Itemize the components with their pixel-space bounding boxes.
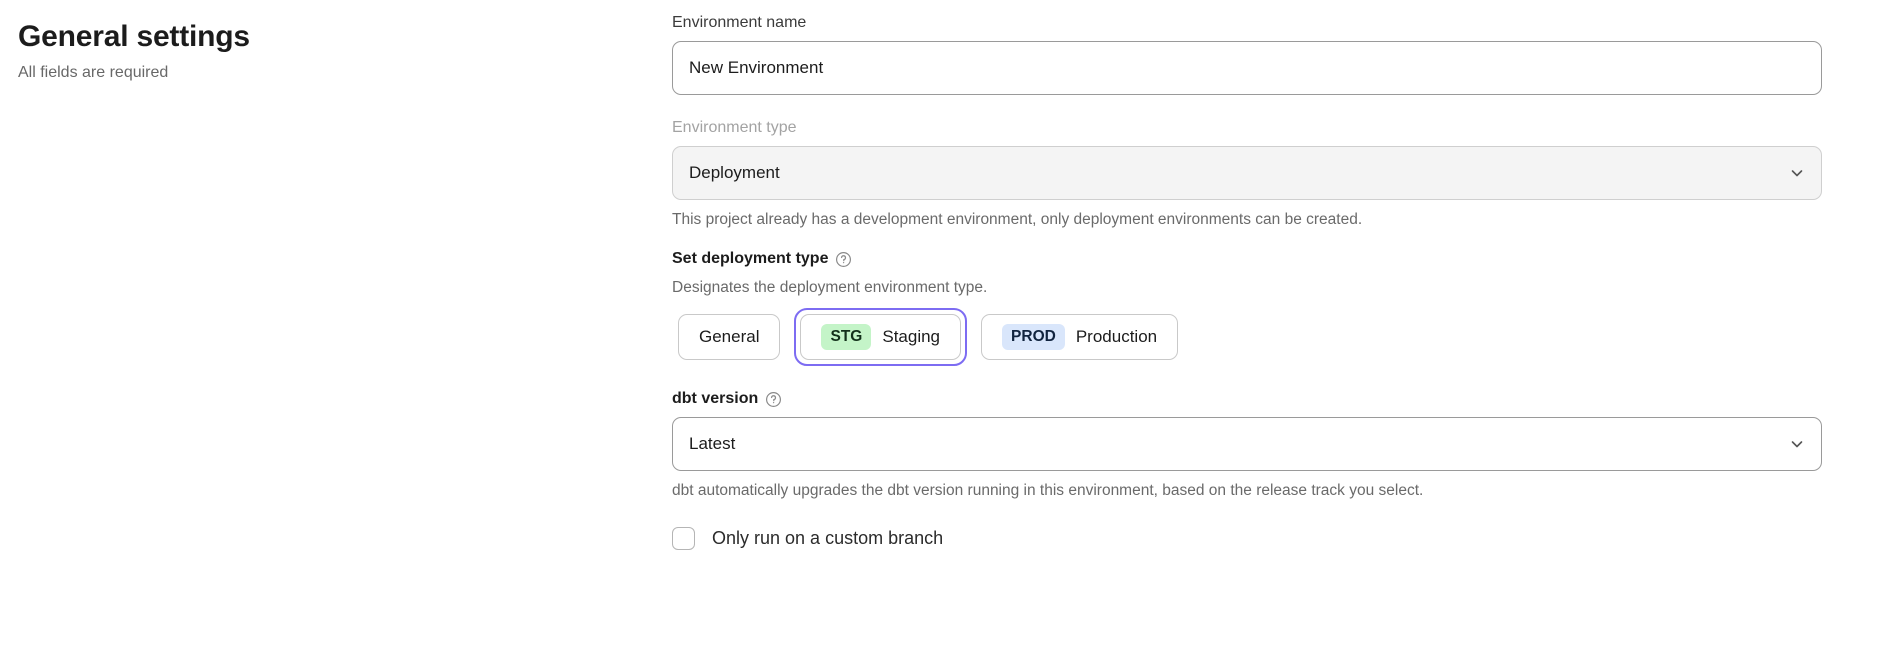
dbt-version-field: dbt version Latest dbt automatically upg… <box>672 388 1822 501</box>
deployment-type-label-row: Set deployment type <box>672 248 1822 270</box>
staging-badge: STG <box>821 324 872 350</box>
environment-type-field: Environment type Deployment This project… <box>672 117 1822 230</box>
deployment-option-production[interactable]: PROD Production <box>981 314 1179 360</box>
environment-type-label: Environment type <box>672 119 797 136</box>
environment-type-select[interactable]: Deployment <box>672 146 1822 200</box>
segment-wrap-general: General <box>672 308 786 366</box>
custom-branch-label: Only run on a custom branch <box>712 528 944 548</box>
page-subtitle: All fields are required <box>18 64 169 81</box>
deployment-type-field: Set deployment type Designates the deplo… <box>672 248 1822 366</box>
deployment-type-label: Set deployment type <box>672 250 829 267</box>
deployment-type-description: Designates the deployment environment ty… <box>672 279 988 296</box>
deployment-option-production-label: Production <box>1075 327 1158 346</box>
dbt-version-label: dbt version <box>672 390 759 407</box>
custom-branch-row[interactable]: Only run on a custom branch <box>672 527 1822 550</box>
environment-type-value: Deployment <box>689 163 780 182</box>
segment-wrap-production: PROD Production <box>975 308 1184 366</box>
dbt-version-label-row: dbt version <box>672 388 1822 410</box>
deployment-type-segmented-control: General STG Staging PROD Production <box>672 308 1822 366</box>
deployment-option-general[interactable]: General <box>678 314 781 360</box>
custom-branch-checkbox[interactable] <box>672 527 695 550</box>
help-circle-icon[interactable] <box>765 391 782 408</box>
page-title: General settings <box>18 20 250 53</box>
chevron-down-icon <box>1789 165 1805 181</box>
deployment-option-general-label: General <box>699 327 760 346</box>
chevron-down-icon <box>1789 436 1805 452</box>
dbt-version-helper: dbt automatically upgrades the dbt versi… <box>672 482 1424 499</box>
environment-name-label: Environment name <box>672 14 807 31</box>
production-badge: PROD <box>1002 324 1065 350</box>
dbt-version-value: Latest <box>689 434 736 453</box>
dbt-version-select[interactable]: Latest <box>672 417 1822 471</box>
environment-name-field: Environment name <box>672 12 1822 95</box>
settings-form-column: Environment name Environment type Deploy… <box>672 0 1862 660</box>
environment-name-input[interactable] <box>672 41 1822 95</box>
deployment-option-staging-label: Staging <box>882 327 941 346</box>
help-circle-icon[interactable] <box>835 251 852 268</box>
environment-type-helper: This project already has a development e… <box>672 211 1363 228</box>
segment-wrap-staging: STG Staging <box>794 308 968 366</box>
settings-intro-column: General settings All fields are required <box>0 0 672 660</box>
deployment-option-staging[interactable]: STG Staging <box>800 314 962 360</box>
